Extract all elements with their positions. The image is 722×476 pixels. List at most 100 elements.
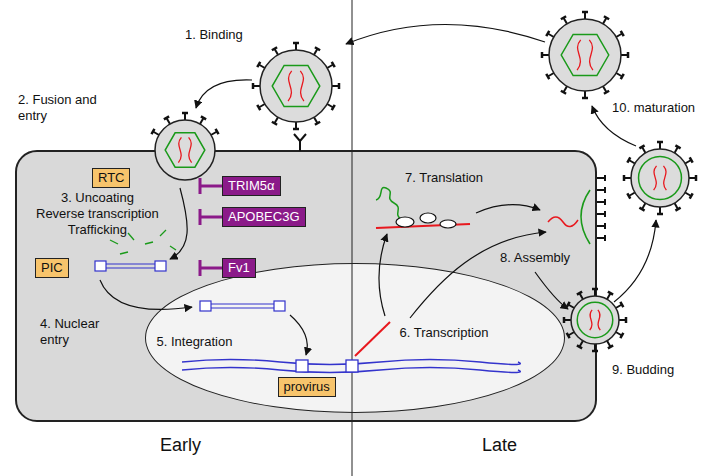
envelope-spike [597,223,605,229]
mrna [355,322,390,356]
capsid-debris [170,246,176,250]
capsid-debris [110,240,118,244]
envelope-spike [695,175,698,181]
ltr [346,360,358,372]
envelope-spike [541,52,544,58]
envelope-spike [315,122,320,125]
envelope-spike [621,74,624,79]
envelope-spike [627,52,630,58]
viral-rna [178,137,181,162]
envelope-spike [690,193,693,198]
flow-arrow [614,220,656,302]
flow-arrow [290,315,307,355]
envelope-spike [627,157,630,162]
phase-label: Early [160,434,201,456]
envelope-spike [582,11,588,14]
text-line: entry [40,332,99,348]
ribosome [396,217,414,227]
envelope-spike [151,129,154,134]
envelope-spike [567,302,570,307]
envelope-spike [561,91,566,94]
inhibition-bar [200,209,222,225]
envelope-spike [597,199,605,205]
text-line: 3. Uncoating [36,190,159,206]
envelope-spike [608,345,613,348]
ribosome [420,213,436,223]
box-label: PIC [41,260,63,276]
box-label: provirus [284,379,330,395]
restriction-factor: Fv1 [222,258,256,278]
envelope-spike [639,145,644,148]
envelope-spike [597,235,605,241]
envelope-spike [639,208,644,211]
step-label: 9. Budding [612,362,674,378]
dna-strand [200,303,285,304]
ltr [296,360,308,372]
viral-rna [189,137,192,162]
ltr [95,261,106,271]
dsdna [200,301,285,311]
envelope-spike [597,175,605,181]
envelope-spike [252,83,255,89]
envelope-spike [597,187,605,193]
viral-rna [300,71,304,101]
viral-rna [663,166,666,190]
envelope-spike [332,62,335,67]
envelope-spike [315,47,320,50]
box-label: APOBEC3G [228,209,300,225]
nascent-protein [376,188,402,220]
envelope-spike [597,211,605,217]
restriction-factor: APOBEC3G [222,207,306,227]
envelope-spike [182,112,188,115]
step-label: 8. Assembly [500,250,570,266]
inhibition-bar [200,178,222,194]
step-label: 4. Nuclear entry [40,316,99,348]
restriction-factor: TRIM5α [222,176,281,196]
envelope-spike [257,62,260,67]
envelope-spike [338,83,341,89]
box-label: Fv1 [228,260,250,276]
envelope-spike [257,105,260,110]
envelope-spike [592,350,598,353]
envelope-spike [604,91,609,94]
envelope [260,50,332,122]
dna-strand [200,307,285,308]
envelope-spike [657,141,663,144]
envelope-spike [577,292,582,295]
envelope-spike [675,208,680,211]
capsid-debris [160,230,166,236]
envelope-spike [293,42,299,45]
flow-arrow [170,188,187,259]
box-label: RTC [98,170,124,186]
viral-rna [548,217,578,227]
envelope [571,296,619,344]
viral-rna [598,310,600,330]
virion [564,289,626,351]
capsid [561,34,609,75]
step-label: 10. maturation [612,100,695,116]
step-label: 1. Binding [185,27,243,43]
text-line: entry [18,108,97,124]
virion [624,142,696,214]
step-label: 7. Translation [405,170,483,186]
capsid [577,302,613,338]
phase-label: Late [482,434,517,456]
capsid-debris [128,233,134,240]
envelope-spike [627,193,630,198]
envelope-spike [592,288,598,291]
envelope [549,19,621,91]
ltr [155,261,166,271]
envelope [631,149,689,207]
envelope-spike [620,302,623,307]
flow-arrow [100,280,192,309]
envelope-spike [272,47,277,50]
text-line: Trafficking [36,222,159,238]
ltr [200,301,211,311]
envelope-spike [577,345,582,348]
capsid-debris [145,242,153,244]
step-label: 6. Transcription [400,325,489,341]
envelope-spike [332,105,335,110]
inhibition-bar [200,260,222,276]
envelope-spike [620,333,623,338]
